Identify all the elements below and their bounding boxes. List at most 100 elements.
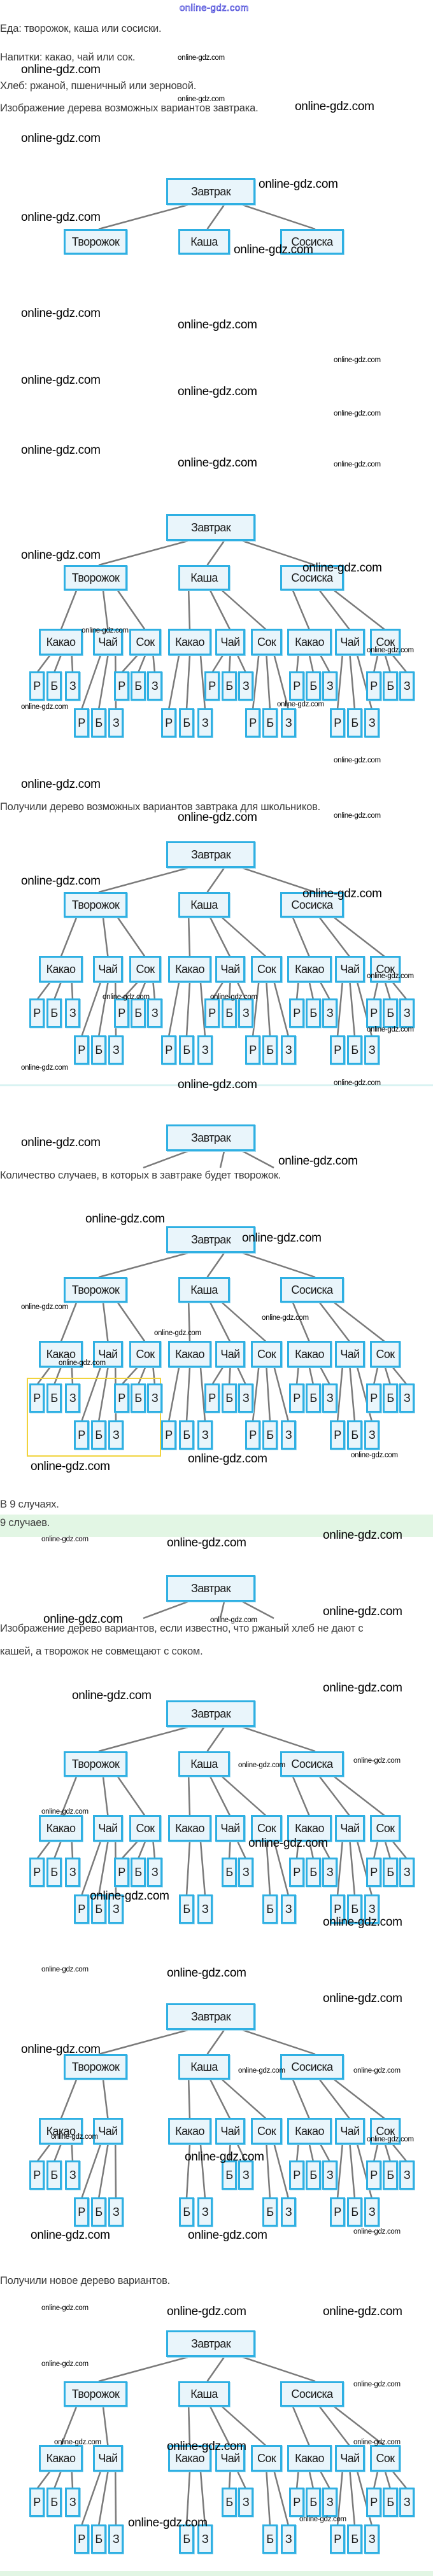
tree-edge [53,1841,62,1859]
tree-leaf-bread: Р [366,998,381,1028]
tree-node-drink: Сок [370,629,401,655]
tree-edge [97,2471,109,2526]
tree-edge [211,1367,224,1385]
tree-leaf-bread: Р [289,671,304,701]
tree-node-drink: Сок [370,2118,401,2145]
tree-leaf-bread: Р [289,2488,304,2517]
tree-edges [143,1150,274,1169]
tree-leaf-bread: Б [91,2197,106,2227]
tree-leaf-bread: З [399,1858,415,1887]
tree-edge [273,2471,290,2526]
tree-leaf-bread: З [364,708,380,738]
tree-node-drink: Какао [39,2118,83,2145]
tree-leaf-bread: Б [91,708,106,738]
tree-node-drink: Какао [287,1815,332,1842]
tree-node-drink: Чай [335,2118,365,2145]
tree-edge [98,204,188,230]
tree-leaf-bread: Б [179,708,194,738]
tree-leaf-bread: Р [204,1383,220,1413]
tree-edge [71,2144,74,2162]
highlight-frame [27,1378,161,1457]
tree-edge [292,917,311,958]
tree-edge [242,2356,316,2383]
tree-leaf-bread: Р [29,671,45,701]
watermark: online-gdz.com [85,1212,165,1226]
tree-edge [199,1367,206,1422]
tree-edge [319,2406,351,2447]
tree-edge [392,1367,408,1385]
tree-edge [242,1150,274,1169]
tree-edge [308,982,315,1000]
tree-edge [199,2471,206,2526]
tree-leaf-bread: Р [366,1858,381,1887]
tree-edge [273,655,290,710]
tree-leaf-bread: З [399,2160,415,2190]
tree-edge [295,1367,299,1385]
tree-leaf-bread: Р [74,708,89,738]
tree-leaf-bread: З [364,2524,380,2554]
tree-node-food: Каша [178,1751,230,1777]
tree-result-text: Получили дерево возможных вариантов завт… [0,801,321,813]
tree-edge [187,590,191,631]
tree-leaf-bread: Р [366,2160,381,2190]
tree-edge [336,2471,343,2526]
tree-node-drink: Сок [251,1341,282,1368]
tree-node-root: Завтрак [166,2003,255,2030]
tree-node-drink: Сок [129,1341,161,1368]
tree-leaf-bread: Р [29,2488,45,2517]
tree-edge [206,204,225,230]
tree-node-drink: Чай [215,956,245,983]
tree-leaf-bread: Б [383,2160,398,2190]
tree-leaf-bread: Б [46,2488,62,2517]
tree-leaf-bread: Р [74,1420,89,1450]
tree-edge [53,2471,62,2489]
tree-edge [143,1600,188,1620]
tree-leaf-bread: Б [306,1858,321,1887]
tree-edge [308,1841,315,1859]
tree-edge [53,982,62,1000]
tree-edge [60,2079,78,2120]
tree-leaf-bread: Р [245,1420,260,1450]
tree-leaf-bread: Б [131,671,146,701]
tree-edge [334,1776,386,1817]
tree-node-drink: Какао [39,2445,83,2472]
tree-leaf-bread: З [147,1858,162,1887]
tree-leaf-bread: Р [289,1383,304,1413]
tree-edge [320,1367,331,1385]
tree-edge [199,2144,206,2199]
tree-node-drink: Какао [168,2445,211,2472]
tree-node-drink: Какао [287,629,332,655]
tree-node-drink: Чай [93,1815,123,1842]
tree-edge [209,917,231,958]
tree-leaf-bread: Б [306,2160,321,2190]
tree-edge [206,2029,225,2055]
tree-edge [80,1367,101,1422]
tree-edge [60,1302,78,1343]
tree-node-root: Завтрак [166,1226,255,1253]
tree-edge [320,982,331,1000]
tree-edge [167,982,180,1037]
question-count-text: Количество случаев, в которых в завтраке… [0,1170,281,1181]
tree-edge [53,1367,62,1385]
tree-edge [185,982,191,1037]
tree-node-food: Творожок [64,2381,127,2407]
tree-edge [392,982,408,1000]
tree-leaf-bread: Р [289,2160,304,2190]
tree-edge [308,1367,315,1385]
tree-leaf-bread: Б [306,1383,321,1413]
tree-edges [143,1600,274,1620]
tree-leaf-bread: З [197,708,213,738]
tree-leaf-bread: Р [161,1035,176,1065]
tree-edge [252,655,260,710]
constraint-text-line2: кашей, а творожок не совмещают с соком. [0,1646,203,1657]
tree-edge [336,655,343,710]
tree-leaf-bread: З [238,671,253,701]
tree-leaf-bread: З [281,1894,296,1924]
tree-leaf-bread: З [108,1035,124,1065]
tree-edge [102,2079,109,2120]
watermark: online-gdz.com [295,100,374,113]
tree-edge [167,1367,180,1422]
tree-leaf-bread: Б [222,671,237,701]
